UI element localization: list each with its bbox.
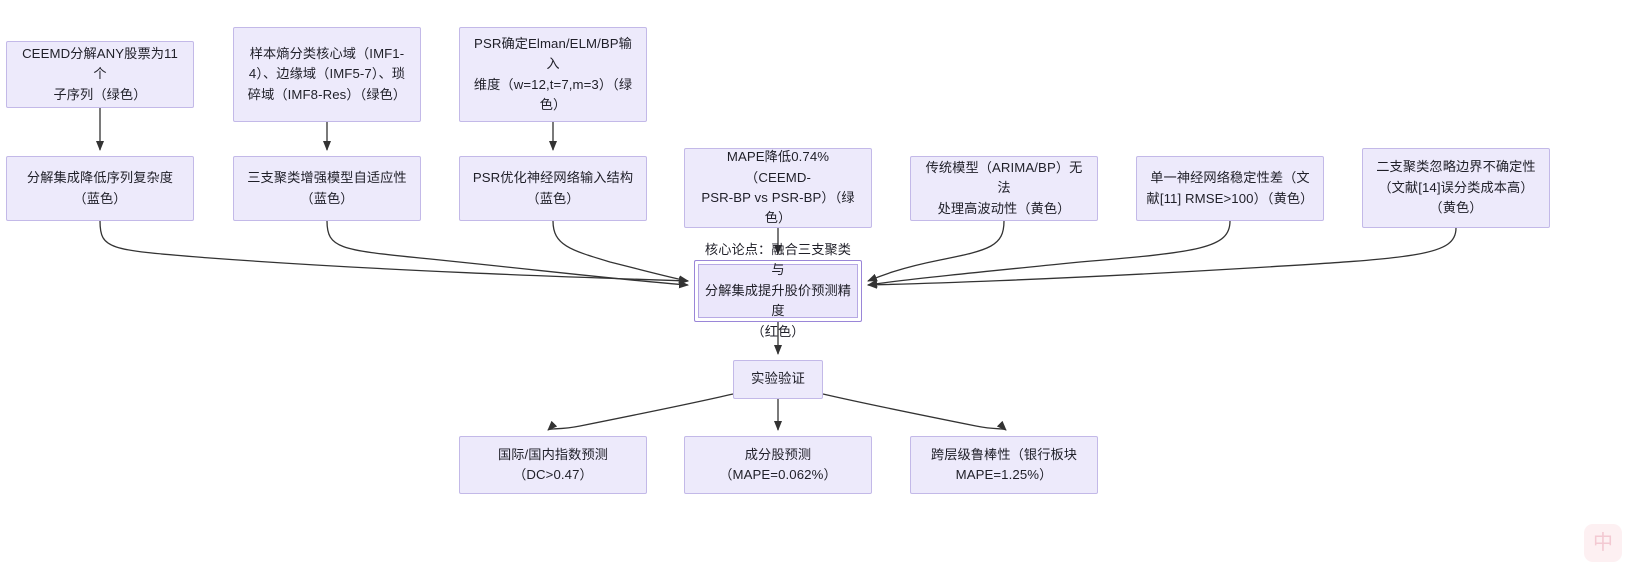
node-core-claim[interactable]: 核心论点：融合三支聚类与 分解集成提升股价预测精度 （红色） (694, 242, 862, 339)
edge-threeway-to-core (326, 220, 689, 289)
edge-experiment-to-index (547, 393, 734, 431)
node-ceemd[interactable]: CEEMD分解ANY股票为11个 子序列（绿色） (6, 41, 194, 108)
edge-traditional-to-core (867, 220, 1005, 282)
node-cross-level-robustness[interactable]: 跨层级鲁棒性（银行板块 MAPE=1.25%） (910, 436, 1098, 494)
node-mape-reduction[interactable]: MAPE降低0.74%（CEEMD- PSR-BP vs PSR-BP）（绿 色… (684, 148, 872, 228)
edge-twoway-to-core (867, 227, 1457, 289)
node-decomposition-complexity[interactable]: 分解集成降低序列复杂度 （蓝色） (6, 156, 194, 221)
node-three-way-adaptive[interactable]: 三支聚类增强模型自适应性 （蓝色） (233, 156, 421, 221)
node-sample-entropy[interactable]: 样本熵分类核心域（IMF1- 4）、边缘域（IMF5-7）、琐 碎域（IMF8-… (233, 27, 421, 122)
edge-experiment-to-crosslevel (822, 393, 1007, 431)
node-traditional-model-limit[interactable]: 传统模型（ARIMA/BP）无法 处理高波动性（黄色） (910, 156, 1098, 221)
edge-singlenn-to-core (867, 220, 1231, 288)
node-experiment-validation[interactable]: 实验验证 (733, 360, 823, 399)
node-index-forecast[interactable]: 国际/国内指数预测 （DC>0.47） (459, 436, 647, 494)
node-psr-structure[interactable]: PSR优化神经网络输入结构 （蓝色） (459, 156, 647, 221)
watermark-logo: 中 (1584, 524, 1622, 562)
node-two-way-boundary[interactable]: 二支聚类忽略边界不确定性 （文献[14]误分类成本高） （黄色） (1362, 148, 1550, 228)
edge-psrstruct-to-core (552, 220, 689, 284)
node-psr-dimension[interactable]: PSR确定Elman/ELM/BP输入 维度（w=12,t=7,m=3）（绿 色… (459, 27, 647, 122)
edge-decomp-to-core (99, 220, 689, 285)
node-single-nn-instability[interactable]: 单一神经网络稳定性差（文 献[11] RMSE>100）（黄色） (1136, 156, 1324, 221)
node-component-stock-forecast[interactable]: 成分股预测 （MAPE=0.062%） (684, 436, 872, 494)
